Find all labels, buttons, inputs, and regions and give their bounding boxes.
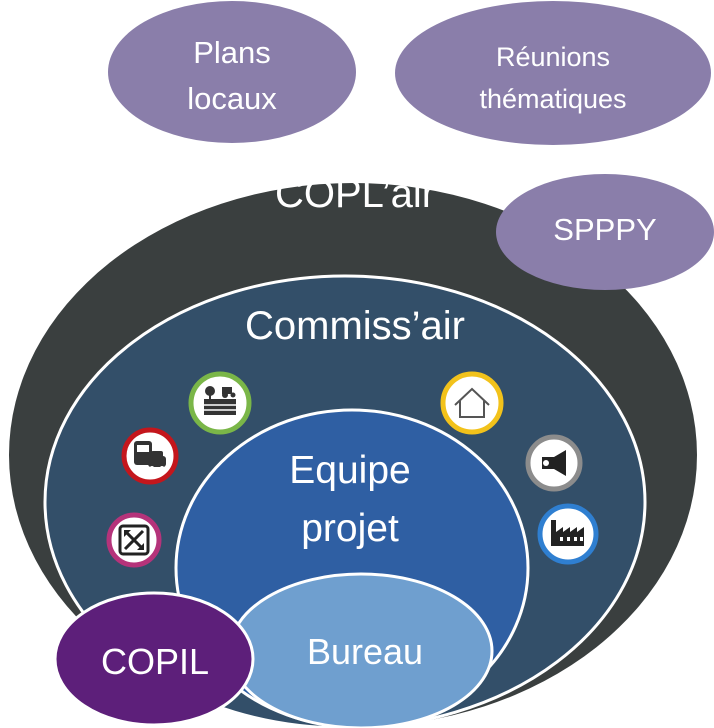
equipe-line2: projet: [301, 507, 399, 550]
equipe-projet-label: Equipe projet: [270, 442, 430, 558]
spppy-bubble: [496, 174, 714, 290]
plans-locaux-label: Plans locaux: [162, 30, 302, 122]
coplair-label: COPL’air: [274, 172, 436, 216]
plans-locaux-bubble: [108, 1, 356, 143]
building-icon: [440, 371, 504, 435]
commissair-label: Commiss’air: [245, 304, 465, 348]
agriculture-icon: [188, 371, 252, 435]
reunions-line1: Réunions: [495, 42, 611, 72]
transport-icon: [121, 427, 179, 485]
mobility-icon: [106, 512, 162, 568]
megaphone-icon: [525, 434, 583, 492]
spppy-label: SPPPY: [553, 212, 657, 247]
bureau-label: Bureau: [306, 631, 424, 672]
copil-label: COPIL: [100, 641, 210, 682]
plans-locaux-line1: Plans: [193, 35, 271, 70]
equipe-line1: Equipe: [289, 449, 411, 492]
plans-locaux-line2: locaux: [187, 81, 277, 116]
reunions-line2: thématiques: [479, 84, 627, 114]
reunions-label: Réunions thématiques: [413, 36, 693, 120]
copil-bubble: [53, 591, 255, 727]
industry-icon: [537, 503, 599, 565]
reunions-bubble: [395, 1, 711, 145]
